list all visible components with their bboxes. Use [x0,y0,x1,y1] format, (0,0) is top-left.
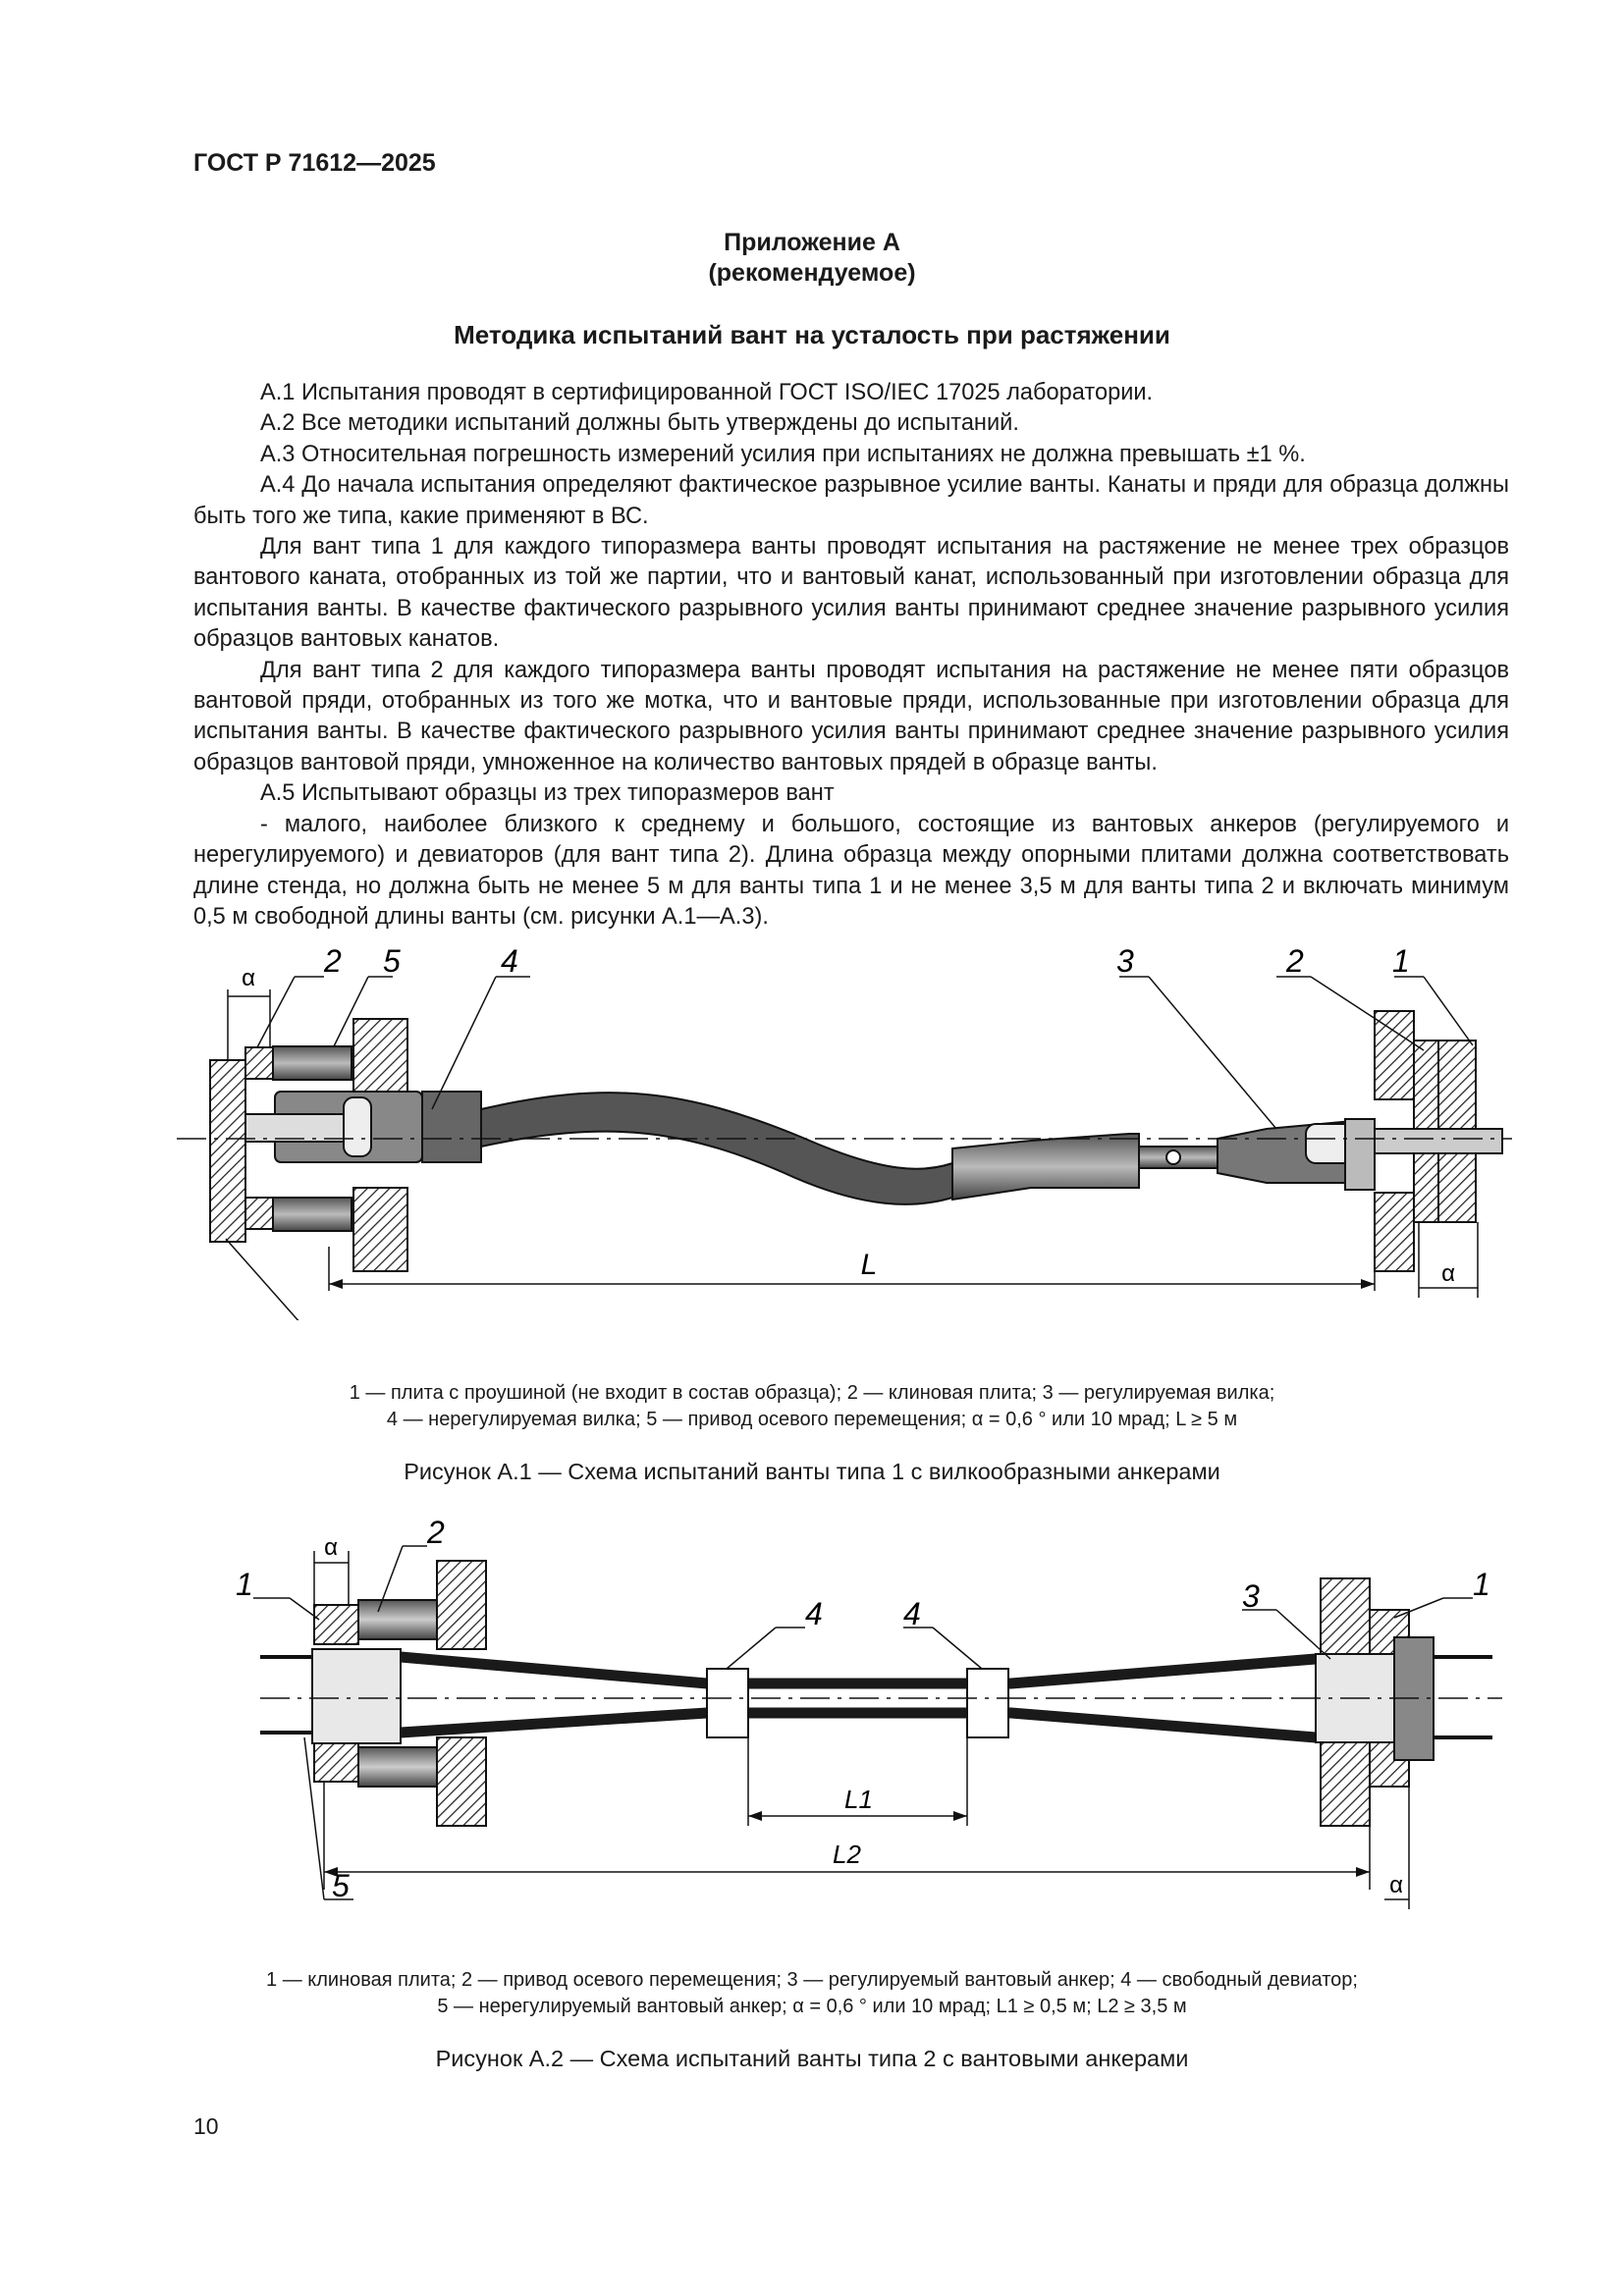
annex-title: Приложение А [724,229,900,256]
wedge-plate-left [313,1604,359,1645]
frame-left [436,1736,487,1827]
section-heading: Методика испытаний вант на усталость при… [454,320,1170,349]
alpha-label: α [242,965,255,991]
wedge-plate-left-bottom [244,1197,274,1230]
figure-a1-legend: 1 — плита с проушиной (не входит в соста… [0,1380,1624,1433]
actuator-left-top [272,1045,352,1081]
dimension-label-l1: L1 [844,1785,873,1814]
annex-status: (рекомендуемое) [708,259,916,287]
frame-right [1374,1192,1415,1272]
anchor-left [311,1648,402,1744]
frame-left [436,1560,487,1650]
callout-2: 2 [426,1515,445,1550]
figure-a2-legend: 1 — клиновая плита; 2 — привод осевого п… [0,1967,1624,2020]
dimension-label-l2: L2 [833,1840,861,1869]
callout-1: 1 [236,1567,253,1602]
callout-5: 5 [383,943,401,979]
callout-1: 1 [1473,1567,1490,1602]
callout-4: 4 [501,943,518,979]
alpha-label: α [1441,1260,1455,1287]
eye-plate-left [209,1059,246,1243]
figure-a2-diagram: L1 L2 α α 1 2 4 4 3 1 5 [236,1515,1502,1909]
paragraph: А.5 Испытывают образцы из трех типоразме… [260,780,835,807]
wedge-plate-left [313,1741,359,1783]
figure-a2-caption: Рисунок А.2 — Схема испытаний ванты типа… [435,2046,1189,2071]
legend-line: 4 — нерегулируемая вилка; 5 — привод осе… [386,1409,1238,1430]
body-text: А.1 Испытания проводят в сертифицированн… [193,378,1509,933]
actuator-left-top [357,1599,438,1640]
paragraph: А.1 Испытания проводят в сертифицированн… [260,380,1154,405]
deviator [706,1668,749,1738]
figure-a1-diagram: L α α 2 5 4 3 2 1 1 [177,943,1512,1320]
frame-right [1374,1010,1415,1100]
callout-2: 2 [323,943,342,979]
callout-1: 1 [326,1316,344,1320]
deviator [966,1668,1009,1738]
document-header: ГОСТ Р 71612—2025 [193,149,436,177]
legend-line: 1 — плита с проушиной (не входит в соста… [349,1382,1275,1404]
cable [480,1092,953,1205]
alpha-label: α [324,1534,338,1561]
actuator-left-bottom [272,1197,352,1232]
paragraph: Для вант типа 1 для каждого типоразмера … [193,534,1509,653]
frame-right [1320,1741,1371,1827]
alpha-label: α [1389,1872,1403,1898]
legend-line: 1 — клиновая плита; 2 — привод осевого п… [266,1969,1358,1991]
legend-line: 5 — нерегулируемый вантовый анкер; α = 0… [437,1996,1187,2017]
strand-bundle [400,1707,1317,1743]
callout-2: 2 [1285,943,1304,979]
callout-3: 3 [1242,1578,1260,1614]
adjustable-sleeve [951,1133,1140,1201]
frame-right [1320,1577,1371,1658]
callout-4: 4 [903,1596,921,1631]
figure-a1-caption: Рисунок А.1 — Схема испытаний ванты типа… [404,1459,1220,1484]
frame-left [352,1018,408,1098]
page-number: 10 [193,2113,219,2139]
actuator-left-bottom [357,1746,438,1788]
paragraph: А.2 Все методики испытаний должны быть у… [260,410,1019,437]
wedge-plate-left-top [244,1046,274,1080]
callout-1: 1 [1392,943,1410,979]
paragraph: Для вант типа 2 для каждого типоразмера … [193,657,1509,775]
callout-4: 4 [805,1596,823,1631]
callout-3: 3 [1116,943,1134,979]
callout-5: 5 [332,1868,350,1903]
frame-left [352,1187,408,1272]
dimension-label-l: L [861,1249,878,1281]
paragraph: А.4 До начала испытания определяют факти… [193,472,1509,529]
paragraph: А.3 Относительная погрешность измерений … [260,441,1306,467]
paragraph: - малого, наиболее близкого к среднему и… [193,811,1509,930]
strand-bundle [400,1651,1317,1689]
